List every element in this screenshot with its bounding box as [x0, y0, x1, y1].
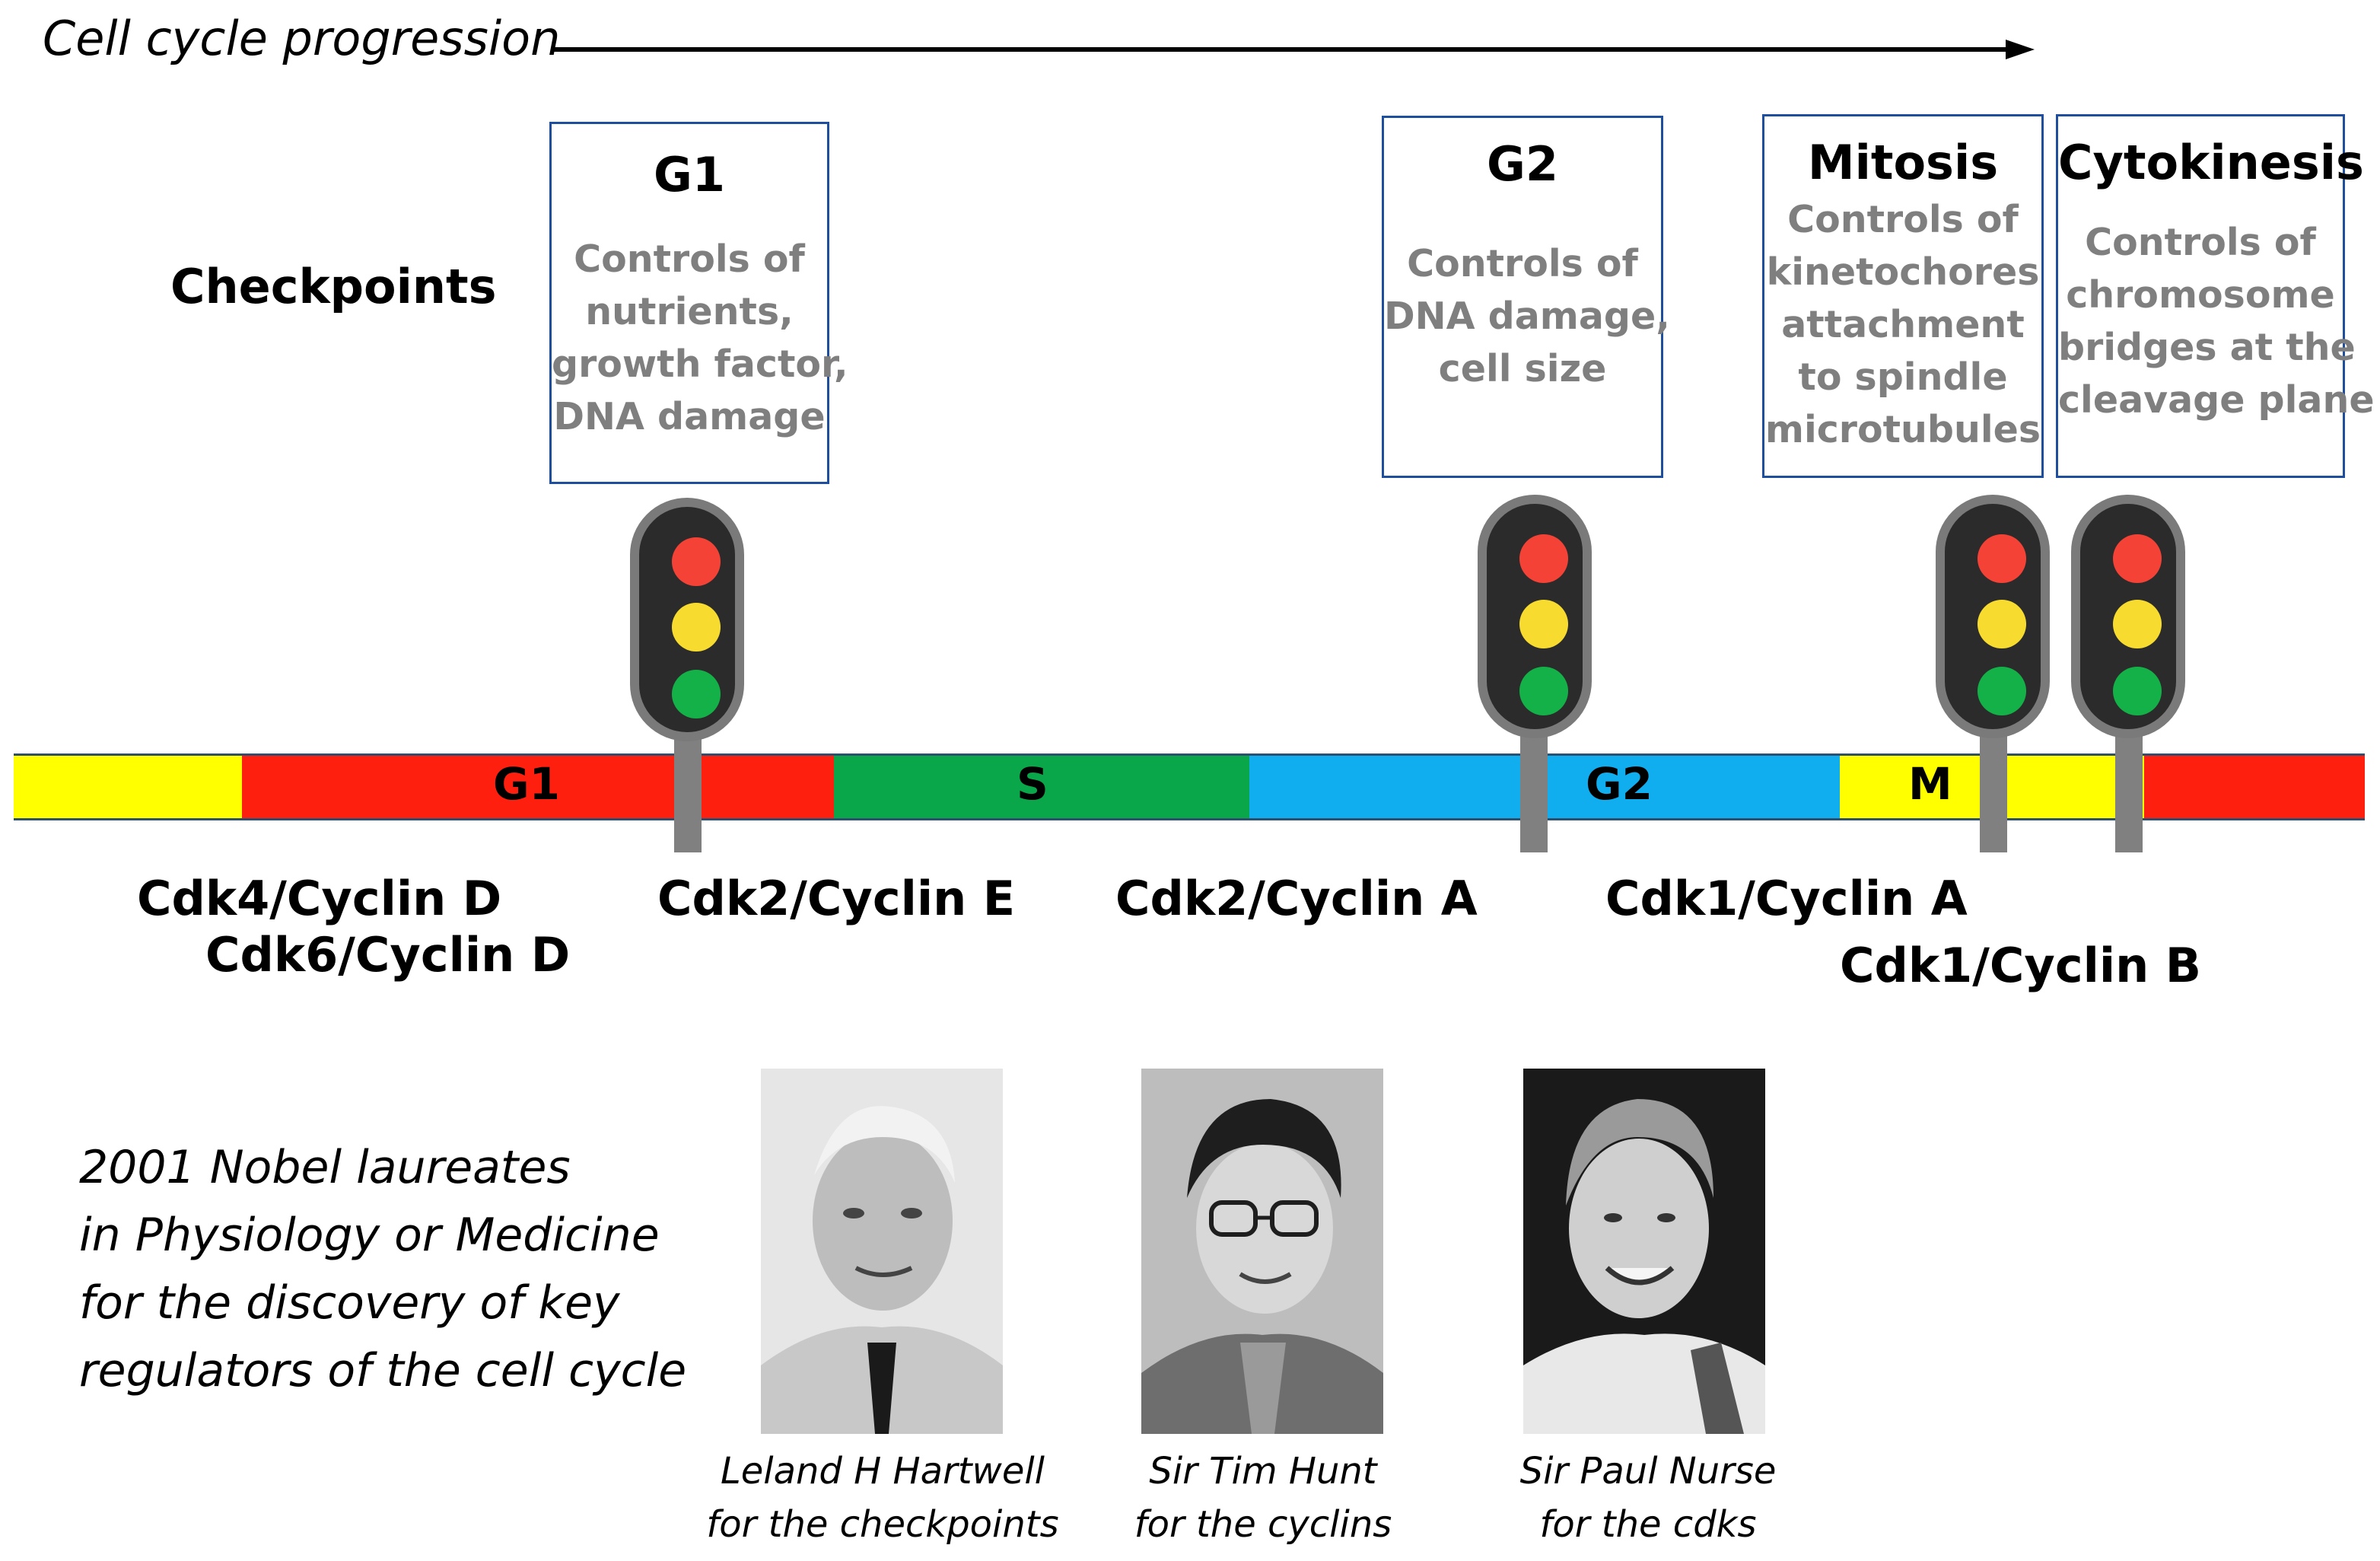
checkpoints-label: Checkpoints [170, 259, 497, 314]
laureate-contribution: for the cyclins [1134, 1503, 1392, 1546]
checkpoint-desc-line: kinetochores [1766, 250, 2040, 294]
checkpoint-box-cytokinesis: Cytokinesis Controls of chromosome bridg… [2056, 114, 2375, 478]
checkpoint-desc-line: Controls of [1407, 242, 1638, 285]
laureate-contribution: for the checkpoints [706, 1503, 1059, 1546]
cdk-label: Cdk2/Cyclin E [657, 871, 1016, 926]
laureate-name: Leland H Hartwell [720, 1450, 1045, 1493]
yellow-light-icon [1978, 600, 2026, 648]
checkpoint-desc-line: bridges at the [2058, 326, 2356, 369]
green-light-icon [672, 670, 721, 718]
phase-label-g1: G1 [493, 758, 560, 810]
nobel-line: 2001 Nobel laureates [79, 1141, 571, 1194]
traffic-light-pole-front [1980, 753, 2007, 852]
nobel-line: regulators of the cell cycle [79, 1344, 687, 1397]
red-light-icon [672, 537, 721, 586]
checkpoint-title: G1 [653, 147, 726, 202]
checkpoint-desc-line: DNA damage [553, 395, 826, 438]
checkpoint-desc-line: cleavage plane [2058, 378, 2375, 422]
traffic-light-pole-front [674, 753, 702, 852]
laureate-contribution: for the cdks [1539, 1503, 1757, 1546]
laureate-caption-nurse: Sir Paul Nurse for the cdks [1450, 1445, 1846, 1551]
cdk-label: Cdk1/Cyclin A [1605, 871, 1968, 926]
checkpoint-desc-line: Controls of [1787, 198, 2019, 241]
nobel-line: in Physiology or Medicine [79, 1209, 660, 1262]
traffic-light-pole-front [1520, 753, 1548, 852]
phase-label-g2: G2 [1586, 758, 1653, 810]
red-light-icon [1519, 534, 1568, 583]
checkpoint-box-mitosis: Mitosis Controls of kinetochores attachm… [1762, 114, 2044, 478]
phase-label-m: M [1908, 758, 1952, 810]
progress-title: Cell cycle progression [43, 11, 561, 66]
nobel-description: 2001 Nobel laureates in Physiology or Me… [79, 1134, 686, 1405]
red-light-icon [2113, 534, 2162, 583]
phase-label-s: S [1017, 758, 1048, 810]
yellow-light-icon [1519, 600, 1568, 648]
checkpoint-desc-line: nutrients, [585, 290, 794, 333]
green-light-icon [1519, 667, 1568, 715]
yellow-light-icon [2113, 600, 2162, 648]
portrait-hunt [1141, 1069, 1383, 1434]
checkpoint-title: G2 [1486, 136, 1559, 192]
checkpoint-desc-line: cell size [1438, 347, 1607, 390]
cdk-label: Cdk4/Cyclin D [137, 871, 502, 926]
checkpoint-desc-line: chromosome [2066, 273, 2335, 317]
timeline-segment-post-m [2144, 756, 2365, 818]
checkpoint-desc-line: attachment [1781, 303, 2025, 346]
cdk-label: Cdk1/Cyclin B [1840, 938, 2202, 993]
checkpoint-desc-line: Controls of [574, 237, 805, 281]
laureate-caption-hunt: Sir Tim Hunt for the cyclins [1065, 1445, 1461, 1551]
cdk-label: Cdk6/Cyclin D [205, 927, 571, 983]
laureate-caption-hartwell: Leland H Hartwell for the checkpoints [685, 1445, 1080, 1551]
green-light-icon [2113, 667, 2162, 715]
checkpoint-desc-line: to spindle [1798, 355, 2008, 399]
green-light-icon [1978, 667, 2026, 715]
laureate-name: Sir Tim Hunt [1149, 1450, 1377, 1493]
checkpoint-desc-line: Controls of [2085, 221, 2316, 264]
progress-arrow [551, 40, 2035, 59]
yellow-light-icon [672, 603, 721, 651]
checkpoint-desc-line: DNA damage, [1384, 295, 1670, 338]
portrait-hartwell [761, 1069, 1003, 1434]
checkpoint-desc-line: microtubules [1764, 408, 2041, 451]
traffic-light-mitosis [1936, 495, 2050, 738]
traffic-light-pole-front [2115, 753, 2143, 852]
checkpoint-desc-line: growth factor, [552, 342, 848, 386]
traffic-light-g1 [630, 498, 744, 741]
checkpoint-box-g2: G2 Controls of DNA damage, cell size [1382, 116, 1670, 478]
portrait-nurse [1523, 1069, 1765, 1434]
checkpoint-title: Cytokinesis [2058, 135, 2364, 190]
traffic-light-g2 [1478, 495, 1592, 738]
checkpoint-box-g1: G1 Controls of nutrients, growth factor,… [549, 122, 848, 484]
checkpoint-title: Mitosis [1807, 135, 1999, 190]
timeline-segment-s [834, 756, 1249, 818]
laureate-name: Sir Paul Nurse [1519, 1450, 1777, 1493]
traffic-light-cytokinesis [2071, 495, 2185, 738]
red-light-icon [1978, 534, 2026, 583]
nobel-line: for the discovery of key [79, 1276, 620, 1330]
timeline-segment-g1 [242, 756, 834, 818]
cdk-label: Cdk2/Cyclin A [1115, 871, 1478, 926]
cell-cycle-timeline [14, 753, 2365, 820]
timeline-segment-pre-g1 [14, 756, 242, 818]
